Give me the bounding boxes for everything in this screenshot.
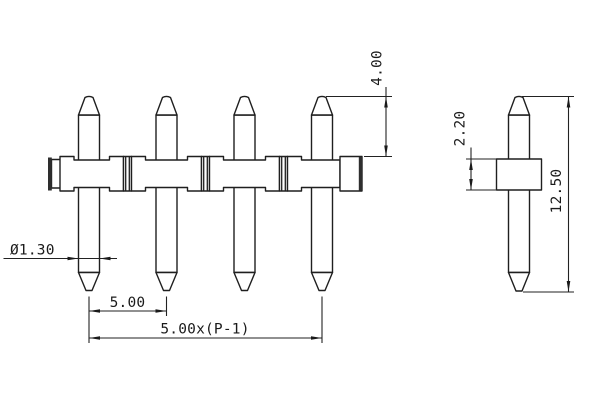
pin bbox=[233, 95, 256, 292]
dim-pin-diameter-label: Ø1.30 bbox=[10, 243, 55, 259]
dim-body-height: 2.20 bbox=[453, 111, 497, 191]
pin bbox=[77, 95, 101, 292]
pin bbox=[155, 95, 178, 292]
pin bbox=[310, 95, 334, 292]
strip-right-block bbox=[339, 155, 363, 192]
strip-right-cap bbox=[358, 157, 362, 191]
dim-pitch: 5.00 bbox=[88, 295, 168, 343]
dim-row-span-label: 5.00x(P-1) bbox=[160, 322, 249, 338]
seam-coupler bbox=[122, 155, 133, 192]
side-view: 2.20 12.50 bbox=[453, 95, 574, 293]
dim-tip-height: 4.00 bbox=[326, 50, 392, 158]
dim-row-span: 5.00x(P-1) bbox=[89, 296, 323, 343]
body-segment bbox=[59, 155, 125, 192]
body-segment bbox=[208, 155, 281, 192]
pin bbox=[507, 95, 531, 292]
body-strip bbox=[48, 155, 363, 192]
dim-tip-height-label: 4.00 bbox=[370, 50, 386, 86]
side-body-block bbox=[495, 158, 543, 191]
strip-left-cap bbox=[48, 157, 52, 191]
seam-coupler bbox=[278, 155, 289, 192]
body-segment bbox=[130, 155, 203, 192]
seam-coupler bbox=[200, 155, 211, 192]
front-pins bbox=[77, 95, 334, 292]
dim-pitch-label: 5.00 bbox=[110, 295, 146, 311]
dim-pin-length: 12.50 bbox=[522, 95, 574, 293]
front-view: 4.00 Ø1.30 5.00 5.00x(P-1) bbox=[3, 50, 392, 343]
dim-body-height-label: 2.20 bbox=[453, 111, 469, 147]
dim-pin-length-label: 12.50 bbox=[549, 169, 565, 214]
body-segment bbox=[286, 155, 341, 192]
dim-pin-diameter: Ø1.30 bbox=[3, 243, 117, 261]
